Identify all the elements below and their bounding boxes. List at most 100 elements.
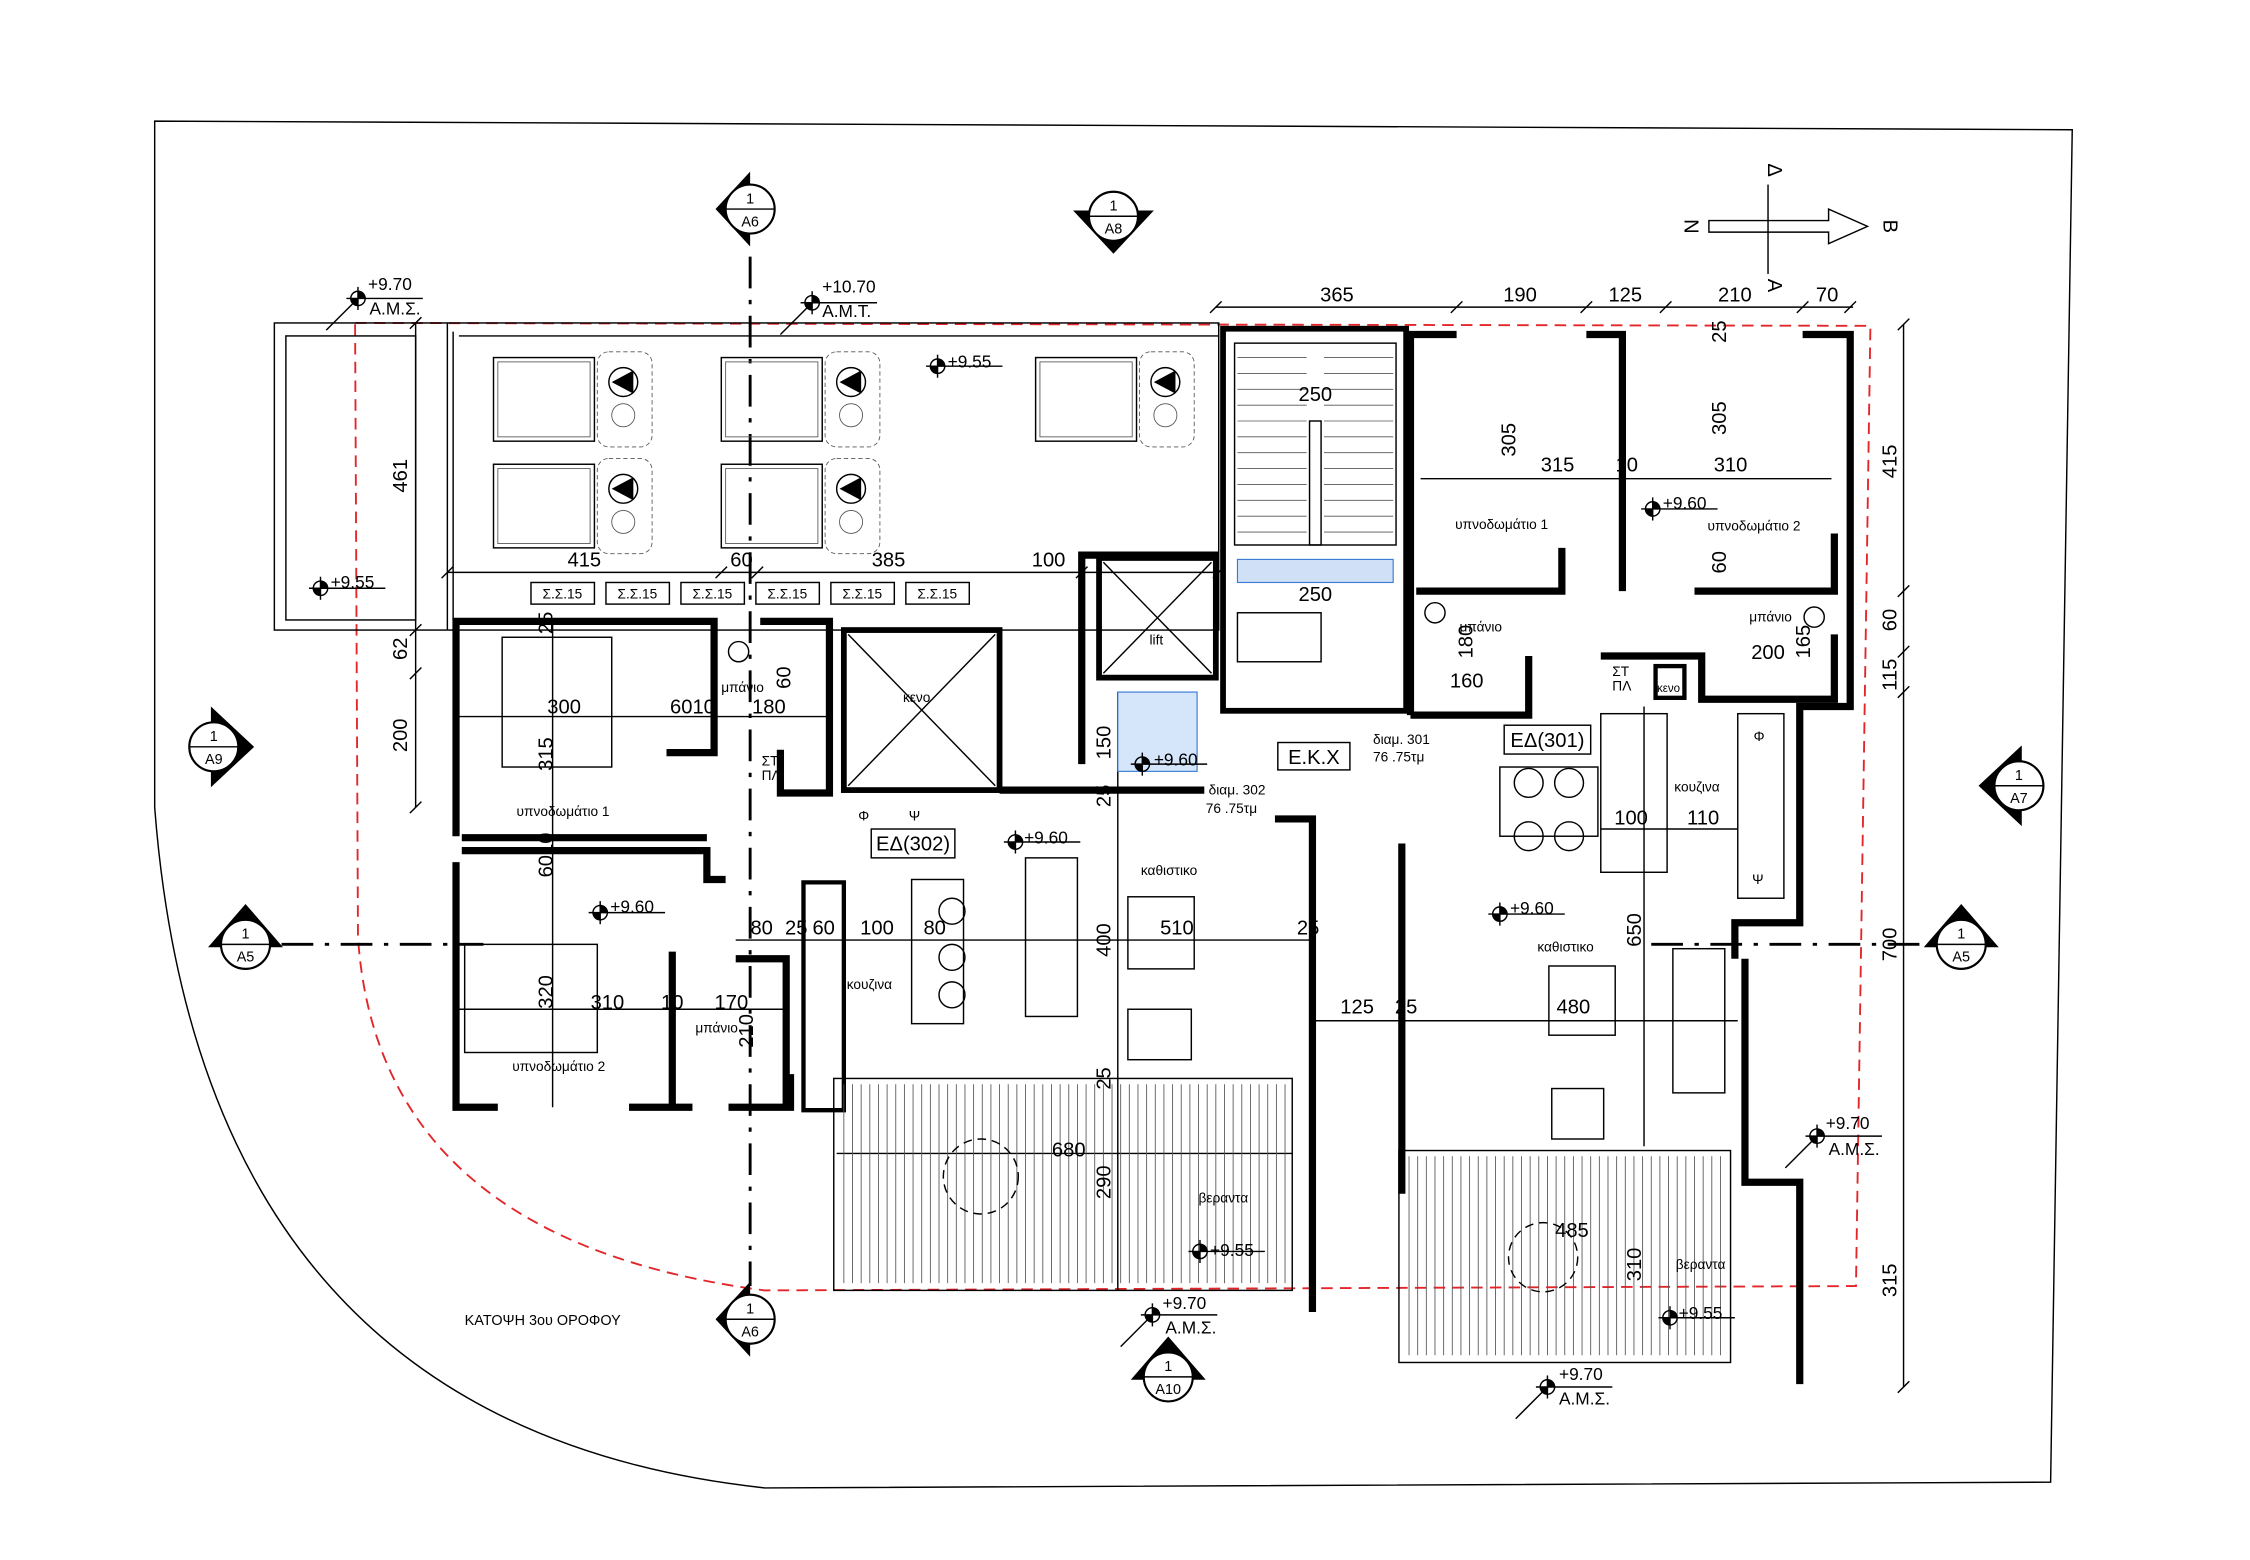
- dimension: 400: [1094, 923, 1116, 957]
- ac-unit-label: Σ.Σ.15: [842, 586, 882, 601]
- section-marker[interactable]: 1A5: [208, 903, 284, 970]
- dimension: 320: [536, 975, 558, 1009]
- dimension: 310: [1714, 454, 1748, 476]
- dimension: 480: [1557, 997, 1591, 1019]
- unit-302-area: 76 .75τμ: [1206, 801, 1257, 816]
- section-number: 1: [1109, 198, 1117, 214]
- dimension: 310: [1624, 1248, 1646, 1282]
- level-value: +9.70: [1162, 1293, 1206, 1313]
- room-label: βεραντα: [1199, 1190, 1249, 1205]
- compass-right: Β: [1878, 220, 1900, 233]
- dimension: 25: [1395, 997, 1417, 1019]
- compass-top: Δ: [1763, 163, 1785, 176]
- unit-302-area-label: διαμ. 302: [1209, 782, 1266, 797]
- level-marker-icon: [926, 354, 1003, 378]
- dimension: 25: [1297, 917, 1319, 939]
- solar-panel: [1034, 351, 1195, 448]
- section-ref: A6: [741, 1325, 759, 1341]
- solar-panel: [492, 458, 653, 555]
- storage-label: ΣΤ: [1612, 664, 1629, 679]
- balcony-left: [833, 1077, 1293, 1292]
- dimension: 25: [1094, 1067, 1116, 1089]
- dimension: 680: [1052, 1139, 1086, 1161]
- dimension: 25: [1094, 785, 1116, 807]
- section-number: 1: [242, 927, 250, 943]
- section-number: 1: [210, 729, 218, 745]
- dimension: 6010: [536, 833, 558, 878]
- section-number: 1: [746, 1301, 754, 1317]
- section-marker[interactable]: 1A8: [1073, 190, 1154, 254]
- dimension: 60: [730, 550, 752, 572]
- furniture: [463, 601, 1825, 1293]
- freezer-symbol: Ψ: [909, 808, 920, 823]
- north-arrow: Δ Α Ν Β: [1679, 163, 1900, 292]
- balcony-right: [1398, 1149, 1732, 1364]
- level-value: +9.55: [331, 572, 375, 592]
- section-number: 1: [1957, 927, 1965, 943]
- water-heater-icon: [835, 366, 867, 428]
- ac-unit-label: Σ.Σ.15: [543, 586, 583, 601]
- dimension: 250: [1298, 384, 1332, 406]
- unit-301-area: 76 .75τμ: [1373, 749, 1424, 764]
- dimension: 100: [1614, 808, 1648, 830]
- section-marker[interactable]: 1A7: [1978, 745, 2045, 827]
- section-marker[interactable]: 1A6: [715, 1281, 776, 1357]
- section-marker[interactable]: 1A9: [188, 706, 255, 788]
- unit-labels: ΕΔ(302) Ε.Κ.Χ διαμ. 302 76 .75τμ διαμ. 3…: [870, 724, 1592, 859]
- room-label: υπνοδωμάτιο 1: [1455, 517, 1548, 532]
- ac-units: Σ.Σ.15 Σ.Σ.15 Σ.Σ.15 Σ.Σ.15 Σ.Σ.15 Σ.Σ.1…: [530, 581, 971, 605]
- dimension: 210: [1718, 284, 1752, 306]
- water-heater-icon: [608, 473, 639, 534]
- room-label: υπνοδωμάτιο 2: [512, 1059, 605, 1074]
- dimension: 461: [390, 459, 412, 493]
- freezer-symbol: Ψ: [1752, 872, 1763, 887]
- room-label: βεραντα: [1676, 1257, 1726, 1272]
- section-ref: A5: [237, 950, 255, 966]
- level-label: Α.Μ.Σ.: [1165, 1318, 1216, 1338]
- solar-panel: [492, 351, 653, 448]
- room-label: μπάνιο: [1749, 609, 1792, 624]
- section-number: 1: [2015, 768, 2023, 784]
- dimension-labels: 365 190 125 210 70 250 250 315 10 310 30…: [390, 284, 1901, 1297]
- section-ref: A7: [2010, 791, 2028, 807]
- symbol-labels: lift κενο κενο ΣΤ ΠΛ ΣΤ ΠΛ Φ Ψ Φ Ψ: [762, 632, 1765, 886]
- dimension: 300: [547, 697, 581, 719]
- dimension: 200: [1751, 642, 1785, 664]
- void-label: κενο: [903, 690, 931, 705]
- section-marker[interactable]: 1A6: [715, 171, 776, 247]
- dimension: 10: [1616, 454, 1638, 476]
- level-value: +10.70: [822, 277, 875, 297]
- level-value: +9.70: [1559, 1364, 1603, 1384]
- unit-302-name: ΕΔ(302): [876, 834, 950, 856]
- dimension: 310: [591, 992, 625, 1014]
- dimension: 115: [1879, 659, 1901, 691]
- dimension: 385: [872, 550, 906, 572]
- section-ref: A9: [205, 752, 223, 768]
- lift-shaft: [1096, 555, 1219, 681]
- section-marker[interactable]: 1A5: [1923, 903, 1999, 970]
- storage-label: ΠΛ: [1612, 679, 1632, 694]
- level-value: +9.60: [1154, 750, 1198, 770]
- level-value: +9.55: [948, 352, 992, 372]
- level-labels: +9.70 Α.Μ.Σ. +10.70 Α.Μ.Τ. +9.55 +9.55 +…: [331, 274, 1880, 1408]
- dimension: 180: [752, 697, 786, 719]
- level-marker-icon: [1641, 497, 1718, 521]
- dimension: 25: [785, 917, 807, 939]
- section-number: 1: [1164, 1359, 1172, 1375]
- dimension: 190: [1503, 284, 1537, 306]
- dimension: 6010: [670, 697, 715, 719]
- level-value: +9.55: [1679, 1303, 1723, 1323]
- building-line: [354, 322, 1872, 1292]
- room-label: μπάνιο: [1459, 619, 1502, 634]
- section-ref: A6: [741, 214, 759, 230]
- solar-panel: [720, 458, 881, 555]
- ac-unit-label: Σ.Σ.15: [917, 586, 957, 601]
- dimension: 25: [1709, 320, 1731, 342]
- level-label: Α.Μ.Σ.: [1829, 1139, 1880, 1159]
- level-value: +9.55: [1210, 1240, 1254, 1260]
- storage-label: ΠΛ: [762, 768, 782, 783]
- ac-unit-label: Σ.Σ.15: [692, 586, 732, 601]
- compass-left: Ν: [1679, 219, 1701, 234]
- dimension: 165: [1793, 625, 1815, 659]
